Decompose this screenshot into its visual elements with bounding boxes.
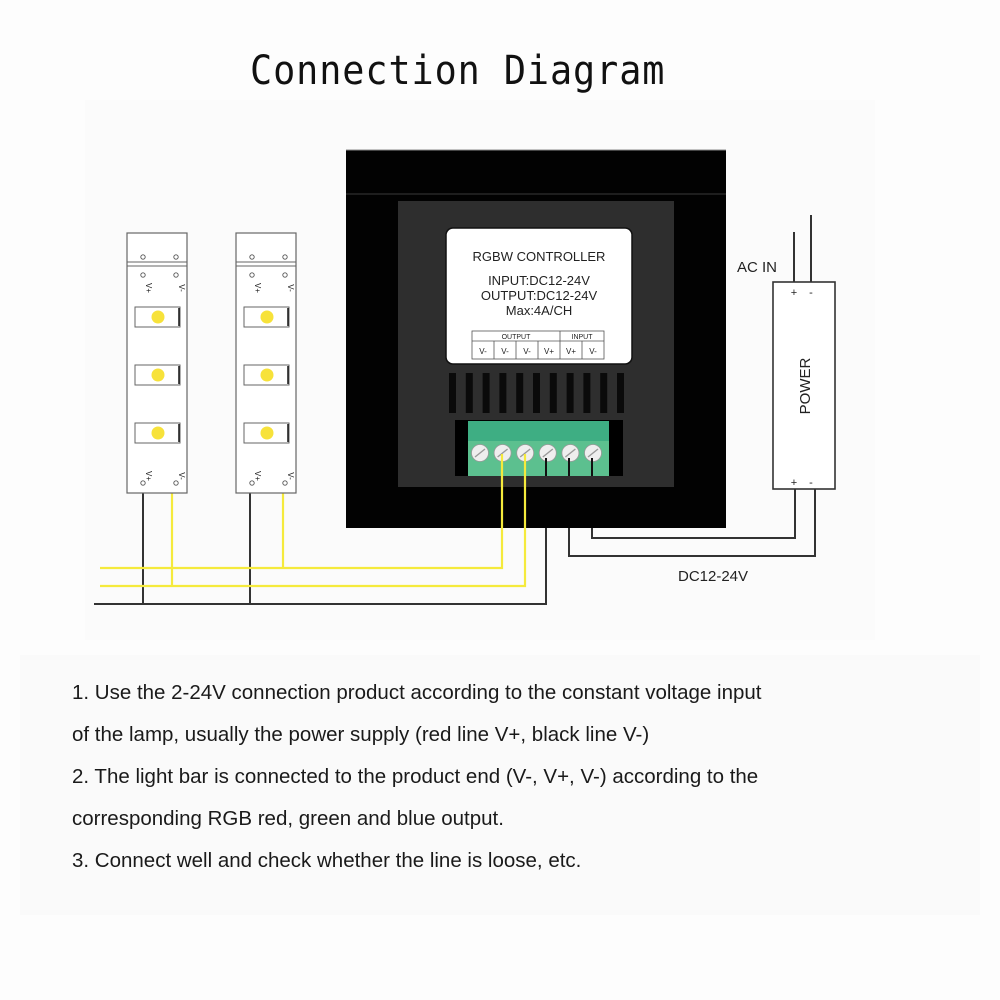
power-supply: AC IN + - POWER + - DC12-24V xyxy=(678,259,836,585)
led-icon xyxy=(260,310,274,324)
solder-pad-icon xyxy=(140,254,146,260)
screw-slot xyxy=(587,448,599,458)
strip-pin-label: V- xyxy=(177,284,186,292)
solder-pad-icon xyxy=(173,480,179,486)
solder-pad-icon xyxy=(173,272,179,278)
dc-voltage-label: DC12-24V xyxy=(678,568,748,585)
terminal-label-table: OUTPUT INPUT V- V- V- V+ V+ V- xyxy=(471,330,605,360)
power-label: POWER xyxy=(797,358,814,415)
controller-output-spec: OUTPUT:DC12-24V xyxy=(481,288,598,303)
power-supply-body xyxy=(772,281,836,490)
solder-pad-icon xyxy=(249,254,255,260)
controller-title: RGBW CONTROLLER xyxy=(473,249,606,264)
vent-slot xyxy=(549,373,557,413)
dc-negative-terminal: - xyxy=(809,477,813,489)
solder-pad-icon xyxy=(140,272,146,278)
vent-slot xyxy=(533,373,540,413)
pin-label: V- xyxy=(479,347,487,356)
strip-pin-label: V- xyxy=(177,472,186,480)
vent-slot xyxy=(516,373,524,413)
input-group-label: INPUT xyxy=(572,334,594,341)
instruction-line: 3. Connect well and check whether the li… xyxy=(72,849,582,872)
rgbw-controller: RGBW CONTROLLER INPUT:DC12-24V OUTPUT:DC… xyxy=(346,149,726,528)
instructions: 1. Use the 2-24V connection product acco… xyxy=(72,676,952,886)
pin-label: V- xyxy=(501,347,509,356)
controller-max-spec: Max:4A/CH xyxy=(506,303,572,318)
dc-positive-terminal: + xyxy=(791,477,797,489)
led-icon xyxy=(151,368,165,382)
pin-label: V- xyxy=(523,347,531,356)
solder-pad-icon xyxy=(173,254,179,260)
strip-pin-label: V+ xyxy=(253,283,262,293)
page-title: Connection Diagram xyxy=(250,48,666,94)
terminal-screws xyxy=(471,444,602,462)
strip-body xyxy=(235,232,297,494)
strip-pin-label: V+ xyxy=(144,471,153,481)
vent-slot xyxy=(449,373,456,413)
vent-slot xyxy=(583,373,591,413)
output-group-label: OUTPUT xyxy=(502,334,532,341)
strip-pin-label: V+ xyxy=(253,471,262,481)
led-icon xyxy=(260,368,274,382)
led-strip-2: V+ V- V+ V- xyxy=(235,232,297,494)
controller-label-plate xyxy=(445,227,633,365)
vent-slot xyxy=(600,373,608,413)
solder-pad-icon xyxy=(282,254,288,260)
terminal-block-bottom xyxy=(468,441,609,476)
led-icon xyxy=(151,426,165,440)
terminal-block-top xyxy=(468,421,609,441)
controller-vents xyxy=(449,373,624,413)
strip-body xyxy=(126,232,188,494)
strip-pin-label: V- xyxy=(286,284,295,292)
solder-pad-icon xyxy=(282,272,288,278)
instruction-line: of the lamp, usually the power supply (r… xyxy=(72,723,650,746)
screw-slot xyxy=(542,448,554,458)
led-icon xyxy=(260,426,274,440)
led-icon xyxy=(151,310,165,324)
instruction-line: 1. Use the 2-24V connection product acco… xyxy=(72,681,762,704)
pin-label: V+ xyxy=(566,347,576,356)
screw-slot xyxy=(564,448,576,458)
pin-label: V+ xyxy=(544,347,554,356)
connection-diagram: RGBW CONTROLLER INPUT:DC12-24V OUTPUT:DC… xyxy=(94,149,836,605)
solder-pad-icon xyxy=(140,480,146,486)
screw-slot xyxy=(497,448,509,458)
solder-pad-icon xyxy=(249,480,255,486)
vent-slot xyxy=(566,373,574,413)
strip-pin-label: V- xyxy=(286,472,295,480)
notes-background xyxy=(20,655,980,915)
vent-slot xyxy=(465,373,473,413)
ac-positive-terminal: + xyxy=(791,287,797,299)
led-strip-1: V+ V- V+ V- xyxy=(126,232,188,494)
solder-pad-icon xyxy=(249,272,255,278)
solder-pad-icon xyxy=(282,480,288,486)
vent-slot xyxy=(482,373,490,413)
instruction-line: corresponding RGB red, green and blue ou… xyxy=(72,807,504,830)
strip-pin-label: V+ xyxy=(144,283,153,293)
screw-slot xyxy=(474,448,486,458)
vent-slot xyxy=(499,373,507,413)
ac-negative-terminal: - xyxy=(809,287,813,299)
vent-slot xyxy=(617,373,624,413)
screw-slot xyxy=(519,448,531,458)
pin-label: V- xyxy=(589,347,597,356)
ac-in-label: AC IN xyxy=(737,259,777,276)
instruction-line: 2. The light bar is connected to the pro… xyxy=(72,765,759,788)
controller-input-spec: INPUT:DC12-24V xyxy=(488,273,590,288)
